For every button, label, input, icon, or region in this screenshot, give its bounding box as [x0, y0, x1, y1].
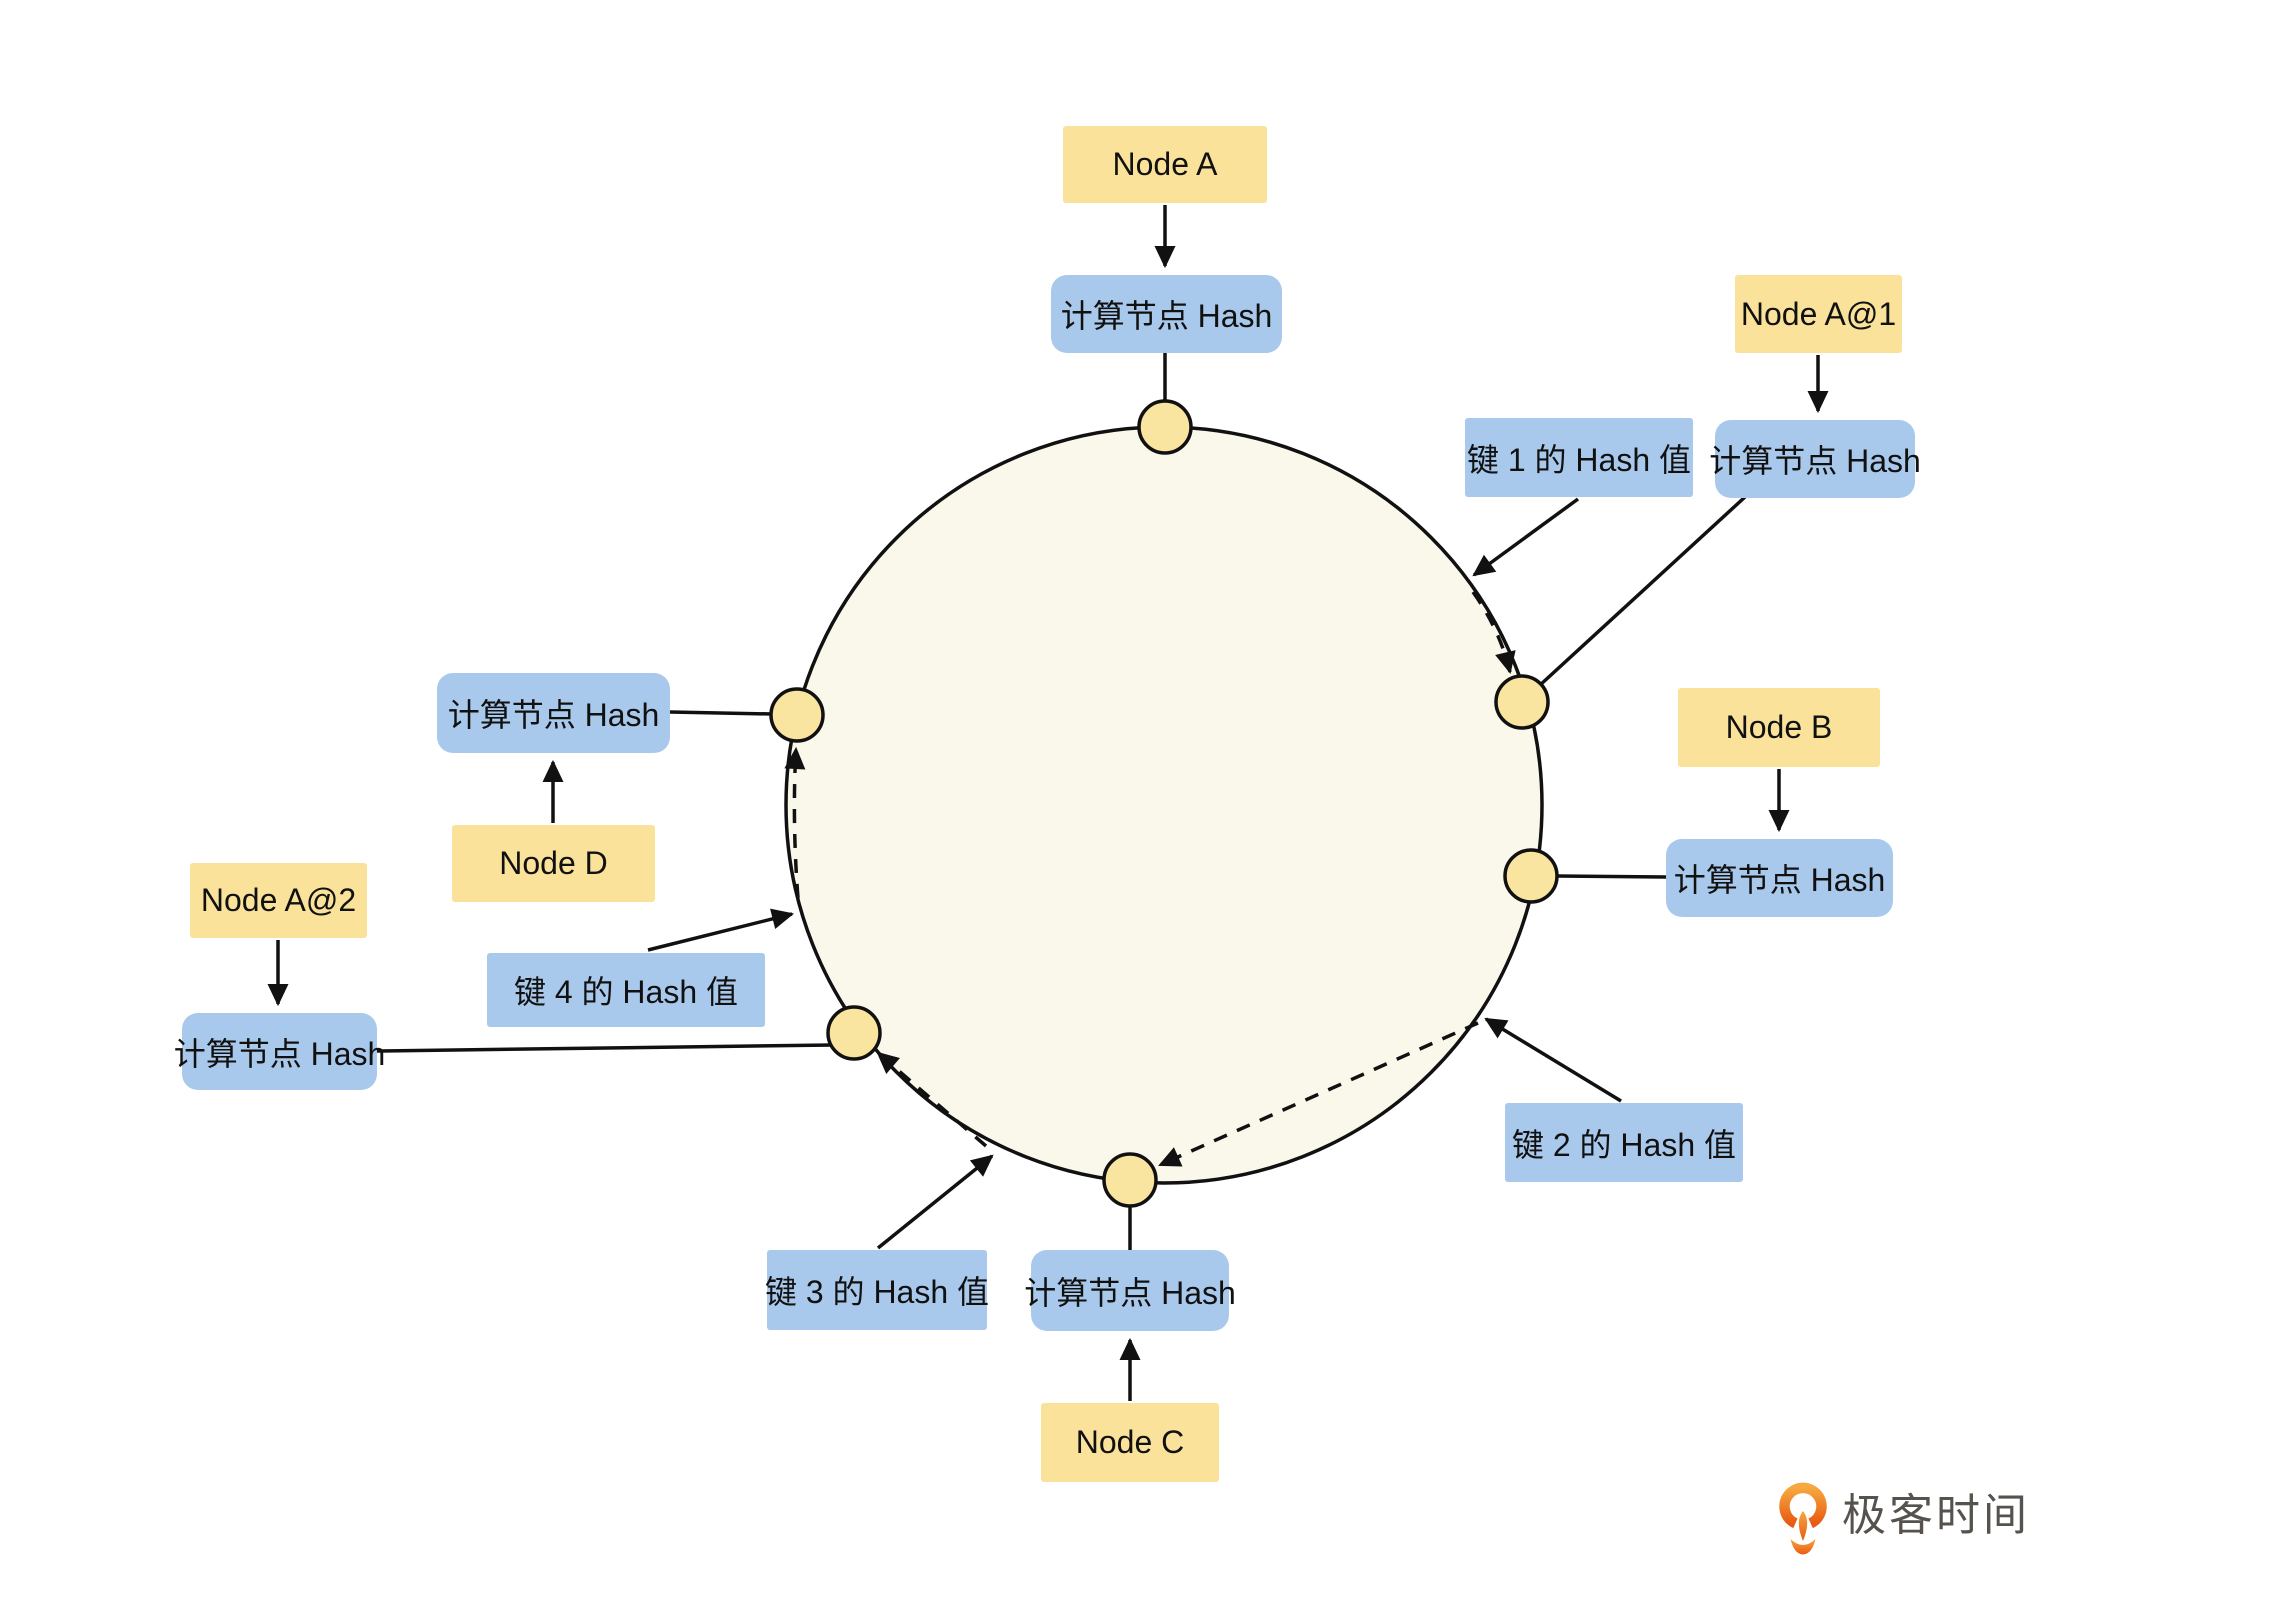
key-1-hash-box: 键 1 的 Hash 值	[1465, 418, 1693, 497]
geektime-logo-text: 极客时间	[1842, 1491, 2030, 1540]
hash-box-node-b: 计算节点 Hash	[1666, 839, 1893, 917]
line-hash-d-to-dot	[669, 710, 773, 716]
dashed-arrow-key1-to-node-a1	[1471, 590, 1516, 675]
node-d-label: Node D	[499, 845, 608, 881]
arrow-key4-to-ring	[647, 908, 795, 952]
hash-ring	[784, 425, 1544, 1185]
node-b-box: Node B	[1678, 688, 1880, 767]
node-a-box: Node A	[1063, 126, 1267, 203]
node-a1-label: Node A@1	[1740, 295, 1897, 332]
ring-dot-node-b	[1503, 848, 1559, 904]
key-4-hash-box: 键 4 的 Hash 值	[487, 953, 765, 1027]
node-b-label: Node B	[1725, 709, 1833, 745]
hash-box-label: 计算节点 Hash	[173, 1035, 386, 1072]
ring-dot-node-a1	[1494, 674, 1550, 730]
key-3-label: 键 3 的 Hash 值	[764, 1274, 990, 1310]
hash-box-node-a1: 计算节点 Hash	[1709, 420, 1921, 498]
arrow-key2-to-ring	[1484, 1017, 1622, 1103]
key-3-hash-box: 键 3 的 Hash 值	[764, 1250, 990, 1330]
hash-box-label: 计算节点 Hash	[447, 697, 660, 733]
line-hash-b-to-dot	[1556, 874, 1667, 879]
node-c-label: Node C	[1075, 1424, 1185, 1460]
node-a1-box: Node A@1	[1735, 275, 1902, 353]
geektime-logo: 极客时间	[1778, 1478, 2030, 1554]
node-c-box: Node C	[1041, 1403, 1219, 1482]
node-a-label: Node A	[1112, 146, 1218, 182]
arrow-key1-to-ring	[1472, 497, 1580, 577]
line-hash-a1-to-dot	[1537, 495, 1747, 688]
arrow-key3-to-ring	[876, 1154, 994, 1250]
key-1-label: 键 1 的 Hash 值	[1466, 441, 1692, 478]
key-2-label: 键 2 的 Hash 值	[1511, 1126, 1737, 1163]
hash-box-label: 计算节点 Hash	[1060, 298, 1273, 334]
hash-box-label: 计算节点 Hash	[1709, 443, 1921, 479]
node-a2-label: Node A@2	[200, 882, 357, 918]
ring-dot-node-d	[769, 687, 825, 743]
dashed-arrow-key4-to-node-d	[784, 746, 806, 899]
hash-box-label: 计算节点 Hash	[1024, 1274, 1236, 1311]
dashed-arrow-key2-to-node-c	[1158, 1021, 1479, 1167]
hash-box-node-a: 计算节点 Hash	[1051, 275, 1282, 353]
line-hash-a2-to-dot	[376, 1043, 834, 1053]
node-d-box: Node D	[452, 825, 655, 902]
key-2-hash-box: 键 2 的 Hash 值	[1505, 1103, 1743, 1182]
ring-dot-node-a	[1137, 399, 1193, 455]
geektime-logo-icon	[1779, 1482, 1827, 1555]
node-a2-box: Node A@2	[190, 863, 367, 938]
ring-dot-node-a2	[826, 1005, 882, 1061]
hash-box-node-a2: 计算节点 Hash	[174, 1013, 385, 1090]
ring-dot-node-c	[1102, 1152, 1158, 1208]
hash-box-node-d: 计算节点 Hash	[437, 673, 670, 753]
hash-box-label: 计算节点 Hash	[1673, 862, 1886, 898]
hash-box-node-c: 计算节点 Hash	[1024, 1250, 1236, 1331]
key-4-label: 键 4 的 Hash 值	[513, 974, 739, 1010]
